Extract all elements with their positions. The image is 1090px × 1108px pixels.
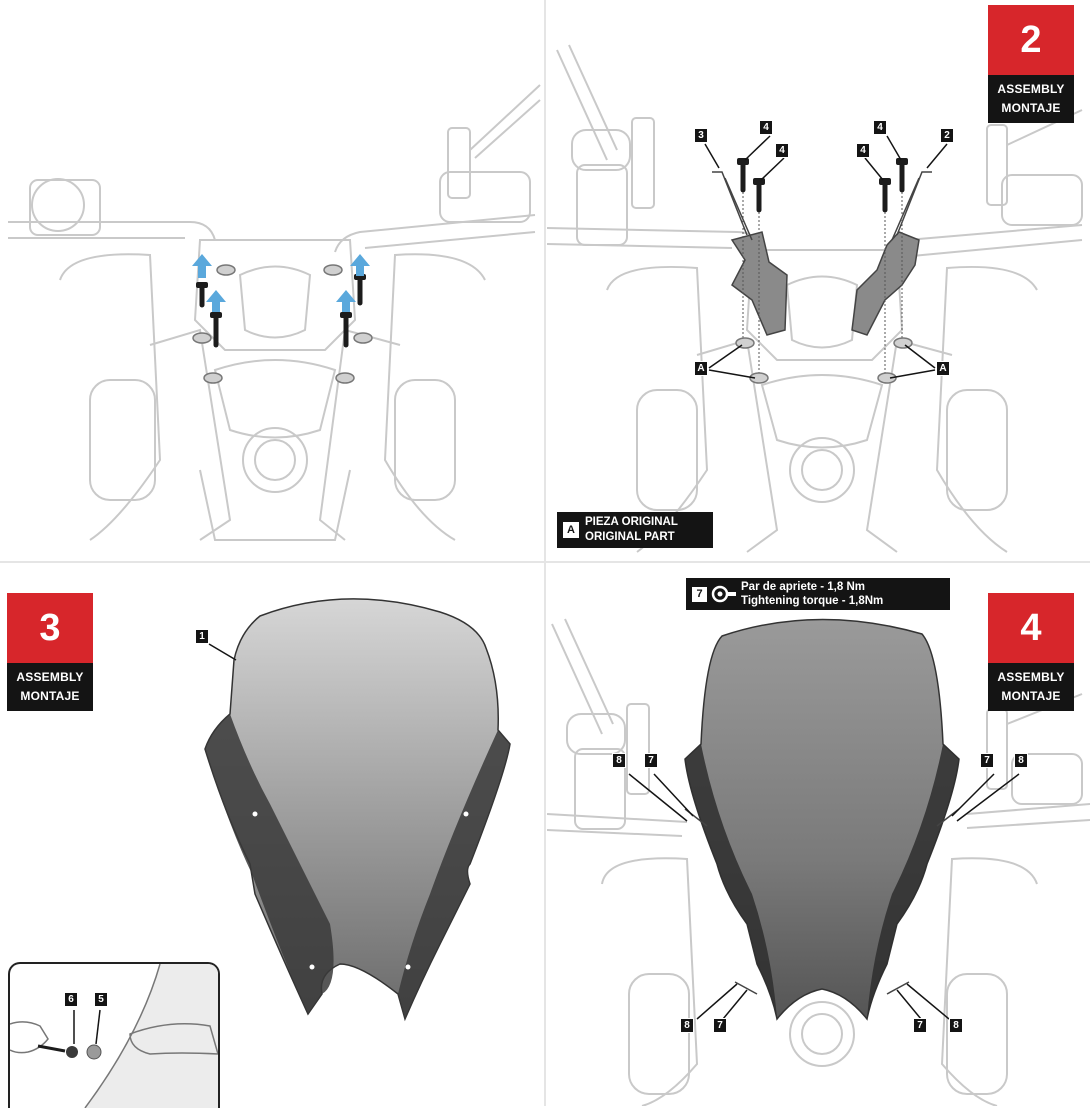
panel-step-1 [0,0,543,560]
callout-7: 7 [980,753,994,768]
step-label-en: ASSEMBLY [997,82,1065,96]
callout-8: 8 [612,753,626,768]
callout-4: 4 [856,143,870,158]
original-part-legend: A PIEZA ORIGINAL ORIGINAL PART [557,512,713,548]
step-number: 3 [7,593,93,663]
callout-original-part: A [694,361,708,376]
bracket-parts [730,231,920,336]
step-label-es: MONTAJE [20,689,80,703]
step-label-en: ASSEMBLY [16,670,84,684]
screw-icons [199,277,363,348]
wrench-icon [711,585,736,603]
panel-step-4: 4 ASSEMBLY MONTAJE 8 7 7 8 8 7 7 8 [547,564,1090,1106]
screw-icons [740,162,905,213]
divider-vertical [544,0,546,1106]
torque-label-es: Par de apriete - 1,8 Nm [741,581,865,593]
step-label-es: MONTAJE [1001,101,1061,115]
callout-3: 3 [694,128,708,143]
final-assembly-illustration [547,618,1090,1106]
panel-step-2: 2 ASSEMBLY MONTAJE 3 4 4 4 4 2 A A [547,0,1090,560]
step-label-en: ASSEMBLY [997,670,1065,684]
callout-4: 4 [775,143,789,158]
callout-original-part: A [936,361,950,376]
step-badge-2: 2 ASSEMBLY MONTAJE [988,5,1074,123]
callout-1: 1 [195,629,209,644]
divider-horizontal [0,561,1090,563]
callout-8: 8 [680,1018,694,1033]
callout-8: 8 [949,1018,963,1033]
bracket-assembly-illustration [547,44,1083,553]
callout-6: 6 [64,992,78,1007]
removal-arrow-icons [192,254,370,312]
motorcycle-front-illustration [8,84,541,541]
windscreen-illustration [204,598,511,1022]
fastener-detail-inset: 6 5 [8,962,220,1108]
callout-5: 5 [94,992,108,1007]
step-number: 4 [988,593,1074,663]
torque-key: 7 [692,586,707,602]
step-badge-4: 4 ASSEMBLY MONTAJE [988,593,1074,711]
torque-label-en: Tightening torque - 1,8Nm [741,595,884,607]
callout-7: 7 [913,1018,927,1033]
legend-label-es: PIEZA ORIGINAL [585,516,678,528]
callout-4: 4 [759,120,773,135]
callout-7: 7 [713,1018,727,1033]
callout-2: 2 [940,128,954,143]
step-number: 2 [988,5,1074,75]
panel-step-3: 3 ASSEMBLY MONTAJE 1 [0,564,543,1106]
legend-key: A [563,522,579,538]
callout-7: 7 [644,753,658,768]
callout-4: 4 [873,120,887,135]
step-badge-3: 3 ASSEMBLY MONTAJE [7,593,93,711]
step-label-es: MONTAJE [1001,689,1061,703]
torque-note: 7 Par de apriete - 1,8 Nm Tightening tor… [686,578,950,610]
fastener-detail-illustration [10,964,218,1108]
callout-8: 8 [1014,753,1028,768]
legend-label-en: ORIGINAL PART [585,531,675,543]
